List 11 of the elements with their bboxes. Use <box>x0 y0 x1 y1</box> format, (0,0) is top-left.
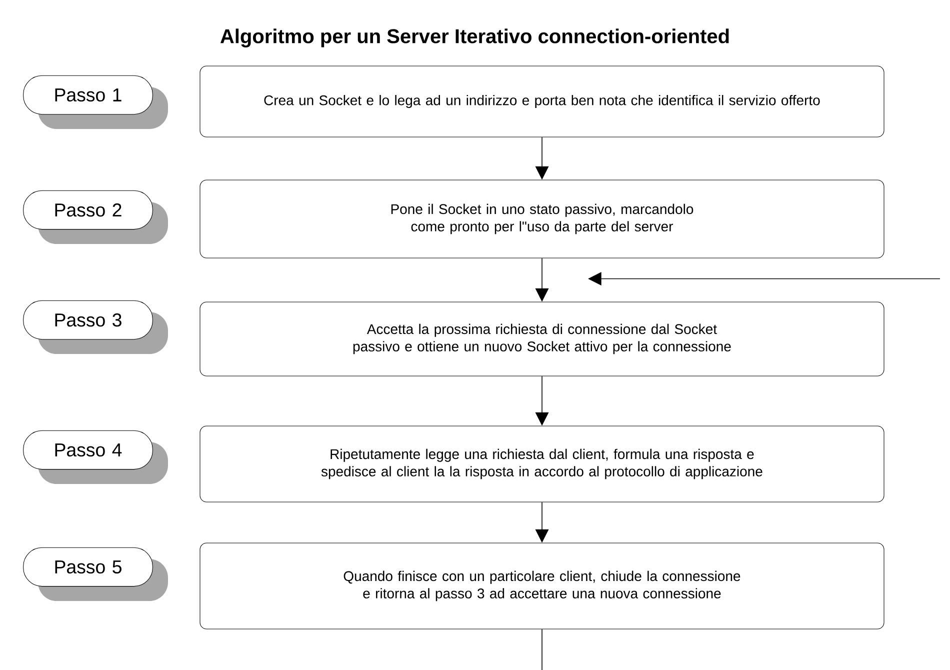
process-box: Crea un Socket e lo lega ad un indirizzo e porta ben nota che identifica il servizio offerto <box>200 66 884 138</box>
process-box: Accetta la prossima richiesta di connessione dal Socket passivo e ottiene un nuovo Socket attivo per la connessione <box>200 302 884 376</box>
title: Algoritmo per un Server Iterativo connection-oriented <box>220 28 729 48</box>
process-box: Quando finisce con un particolare client, chiude la connessione e ritorna al passo 3 ad accettare una nuova connessione <box>200 542 884 630</box>
process-box: Pone il Socket in uno stato passivo, marcandolo come pronto per l"uso da parte del server <box>200 180 884 258</box>
step-pill: Passo 3 <box>23 300 168 354</box>
step-pill: Passo 4 <box>23 430 168 484</box>
step-pill: Passo 1 <box>23 75 168 129</box>
process-box: Ripetutamente legge una richiesta dal client, formula una risposta e spedisce al client la la risposta in accordo al protocollo di applicazione <box>200 426 884 502</box>
step-pill: Passo 2 <box>23 190 168 244</box>
step-pill: Passo 5 <box>23 547 168 601</box>
